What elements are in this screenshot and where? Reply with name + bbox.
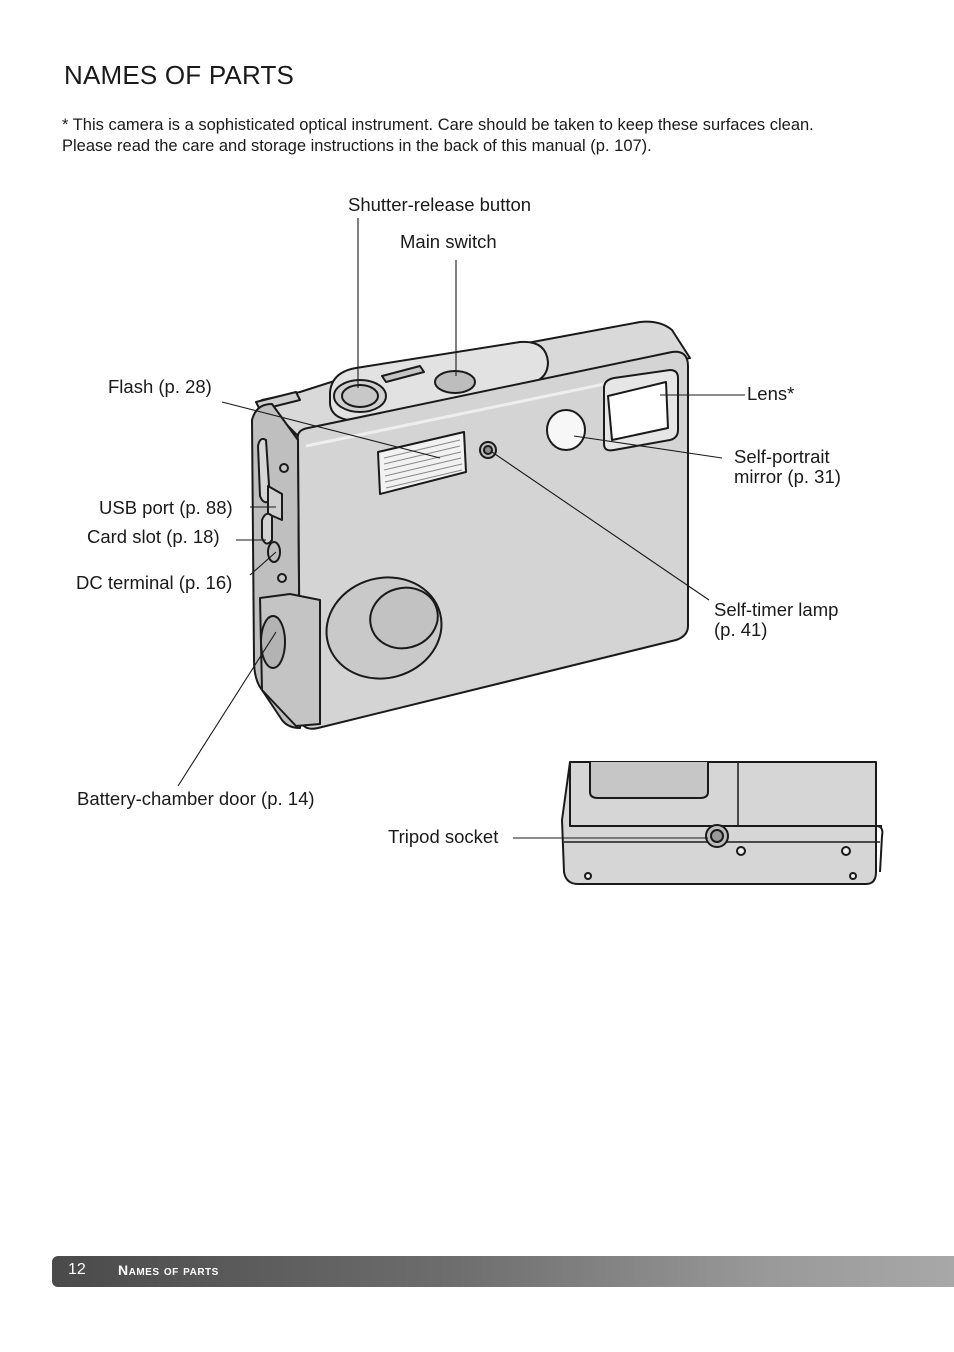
footer-section-title: Names of parts xyxy=(118,1262,219,1278)
camera-front-view xyxy=(251,320,691,730)
page-title: NAMES OF PARTS xyxy=(64,60,295,90)
label-self-timer-lamp-line1: Self-timer lamp xyxy=(714,599,839,620)
label-battery-chamber-door: Battery-chamber door (p. 14) xyxy=(77,788,315,809)
page-footer: 12 Names of parts xyxy=(52,1256,954,1287)
label-shutter-release-button: Shutter-release button xyxy=(348,194,532,215)
label-self-timer-lamp-line2: (p. 41) xyxy=(714,619,768,640)
label-lens: Lens* xyxy=(747,383,795,404)
label-self-portrait-mirror-line2: mirror (p. 31) xyxy=(734,466,841,487)
label-dc-terminal: DC terminal (p. 16) xyxy=(76,572,233,593)
label-flash: Flash (p. 28) xyxy=(108,376,212,397)
label-usb-port: USB port (p. 88) xyxy=(99,497,233,518)
leader-lines xyxy=(177,218,745,839)
label-self-portrait-mirror-line1: Self-portrait xyxy=(734,446,830,467)
camera-bottom-view xyxy=(561,761,884,885)
label-card-slot: Card slot (p. 18) xyxy=(87,526,220,547)
page-number: 12 xyxy=(68,1261,86,1278)
label-tripod-socket: Tripod socket xyxy=(388,826,499,847)
intro-note: * This camera is a sophisticated optical… xyxy=(62,116,814,155)
label-main-switch: Main switch xyxy=(400,231,497,252)
